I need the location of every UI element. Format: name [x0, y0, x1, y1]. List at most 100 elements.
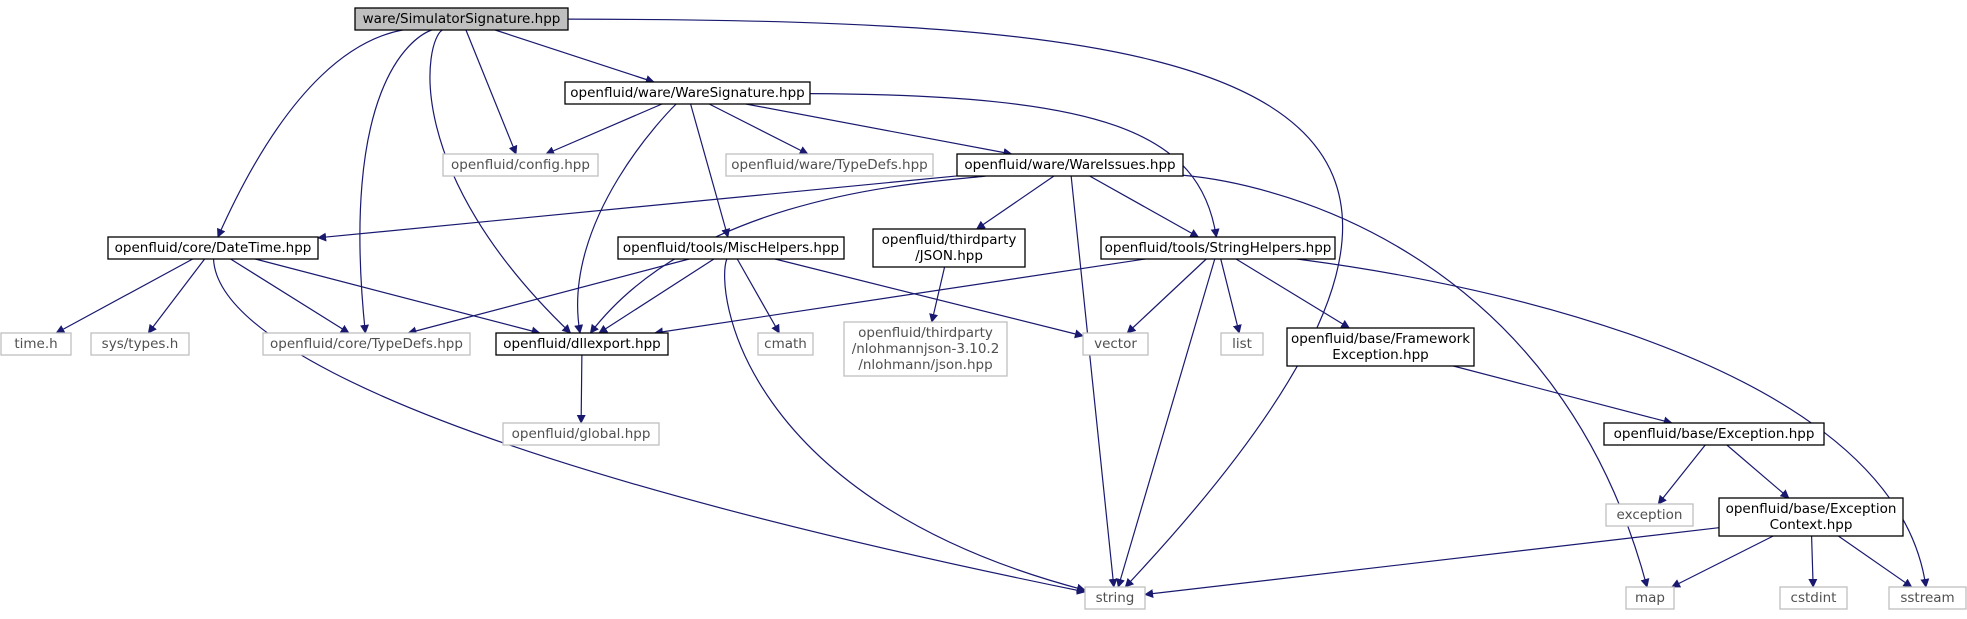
node-box: [0, 332, 72, 356]
node-datetime[interactable]: openfluid/core/DateTime.hpp: [107, 236, 319, 260]
edge-mischelpers-to-dllexport: [598, 258, 715, 334]
edge-ware_sig-to-mischelpers: [690, 103, 731, 238]
edge-stringhelpers-to-string: [1116, 258, 1216, 588]
node-core_typedefs: openfluid/core/TypeDefs.hpp: [262, 332, 471, 356]
node-config: openfluid/config.hpp: [442, 153, 599, 177]
node-label: openfluid/core/TypeDefs.hpp: [270, 336, 463, 352]
node-box: [1286, 327, 1475, 367]
node-box: [1100, 236, 1336, 260]
node-global: openfluid/global.hpp: [502, 422, 660, 446]
node-time_h: time.h: [0, 332, 72, 356]
node-box: [725, 153, 934, 177]
edge-ware_issues-to-map: [1182, 174, 1650, 588]
node-box: [872, 228, 1026, 268]
node-json[interactable]: openfluid/thirdparty/JSON.hpp: [872, 228, 1026, 268]
node-label: exception: [1617, 507, 1683, 523]
edge-stringhelpers-to-fw_exception: [1235, 258, 1351, 329]
nodes: ware/SimulatorSignature.hpp openfluid/war…: [0, 7, 1967, 610]
node-exception: exception: [1605, 503, 1694, 527]
node-sstream: sstream: [1888, 586, 1967, 610]
edge-sim_sig-to-datetime: [217, 29, 403, 238]
edge-sim_sig-to-config: [465, 29, 518, 155]
edge-exc_context-to-string: [1144, 527, 1720, 599]
edge-sim_sig-to-dllexport: [429, 29, 572, 334]
node-box: [1605, 503, 1694, 527]
edge-ware_sig-to-ware_typedefs: [708, 103, 809, 155]
node-box: [956, 153, 1184, 177]
node-box: [1888, 586, 1967, 610]
edge-stringhelpers-to-vector: [1126, 258, 1207, 334]
edge-ware_sig-to-config: [545, 103, 663, 155]
node-box: [1084, 586, 1146, 610]
edge-sim_sig-to-core_typedefs: [359, 29, 432, 334]
node-box: [90, 332, 190, 356]
node-ware_sig[interactable]: openfluid/ware/WareSignature.hpp: [564, 81, 811, 105]
node-label: /nlohmannjson-3.10.2: [852, 341, 1000, 357]
node-label: string: [1096, 590, 1135, 606]
edge-exc_context-to-map: [1671, 535, 1774, 588]
edge-ware_sig-to-ware_issues: [745, 103, 1013, 157]
node-ware_typedefs: openfluid/ware/TypeDefs.hpp: [725, 153, 934, 177]
node-vector: vector: [1082, 332, 1149, 356]
node-label: openfluid/tools/MiscHelpers.hpp: [623, 240, 839, 256]
node-label: openfluid/base/Framework: [1291, 331, 1470, 347]
node-label: vector: [1094, 336, 1137, 352]
node-label: time.h: [14, 336, 57, 352]
node-nlohmann: openfluid/thirdparty/nlohmannjson-3.10.2…: [843, 321, 1008, 377]
node-cstdint: cstdint: [1779, 586, 1848, 610]
node-label: map: [1635, 590, 1665, 606]
node-sys_types: sys/types.h: [90, 332, 190, 356]
node-ware_issues[interactable]: openfluid/ware/WareIssues.hpp: [956, 153, 1184, 177]
node-box: [354, 7, 569, 31]
edge-mischelpers-to-string: [724, 258, 1086, 593]
edge-datetime-to-sys_types: [147, 258, 206, 334]
node-label: openfluid/thirdparty: [858, 325, 993, 341]
node-box: [1082, 332, 1149, 356]
edge-sim_sig-to-string: [567, 18, 1344, 588]
node-sim_sig[interactable]: ware/SimulatorSignature.hpp: [354, 7, 569, 31]
edge-exception_hpp-to-exception: [1657, 444, 1706, 505]
edge-mischelpers-to-core_typedefs: [407, 258, 690, 336]
node-box: [107, 236, 319, 260]
node-label: /nlohmann/json.hpp: [858, 357, 992, 373]
edge-ware_issues-to-datetime: [317, 175, 958, 242]
node-box: [1625, 586, 1675, 610]
node-label: openfluid/tools/StringHelpers.hpp: [1105, 240, 1332, 256]
node-box: [495, 332, 669, 356]
edges: [55, 18, 1930, 599]
node-label: cstdint: [1791, 590, 1837, 606]
node-label: sstream: [1900, 590, 1954, 606]
node-label: openfluid/dllexport.hpp: [503, 336, 660, 352]
node-box: [1220, 332, 1264, 356]
node-label: Context.hpp: [1770, 517, 1853, 533]
node-exception_hpp[interactable]: openfluid/base/Exception.hpp: [1603, 422, 1825, 446]
node-string: string: [1084, 586, 1146, 610]
node-label: openfluid/global.hpp: [512, 426, 651, 442]
node-label: openfluid/base/Exception.hpp: [1614, 426, 1815, 442]
node-box: [1779, 586, 1848, 610]
node-label: openfluid/base/Exception: [1726, 501, 1897, 517]
edge-mischelpers-to-vector: [774, 258, 1084, 339]
node-label: sys/types.h: [102, 336, 179, 352]
edge-ware_issues-to-dllexport: [589, 175, 986, 334]
node-label: openfluid/ware/WareIssues.hpp: [964, 157, 1175, 173]
edge-fw_exception-to-exception_hpp: [1453, 365, 1673, 426]
edge-datetime-to-time_h: [55, 258, 194, 334]
node-box: [843, 321, 1008, 377]
node-label: openfluid/ware/TypeDefs.hpp: [731, 157, 928, 173]
node-box: [617, 236, 845, 260]
edge-datetime-to-dllexport: [255, 258, 541, 336]
node-box: [757, 332, 814, 356]
edge-exc_context-to-sstream: [1837, 535, 1913, 588]
node-dllexport[interactable]: openfluid/dllexport.hpp: [495, 332, 669, 356]
node-label: ware/SimulatorSignature.hpp: [363, 11, 561, 27]
node-stringhelpers[interactable]: openfluid/tools/StringHelpers.hpp: [1100, 236, 1336, 260]
edge-datetime-to-string: [212, 258, 1086, 595]
edge-mischelpers-to-cmath: [736, 258, 780, 334]
edge-ware_issues-to-json: [975, 175, 1055, 230]
node-mischelpers[interactable]: openfluid/tools/MiscHelpers.hpp: [617, 236, 845, 260]
edge-exception_hpp-to-exc_context: [1726, 444, 1790, 499]
